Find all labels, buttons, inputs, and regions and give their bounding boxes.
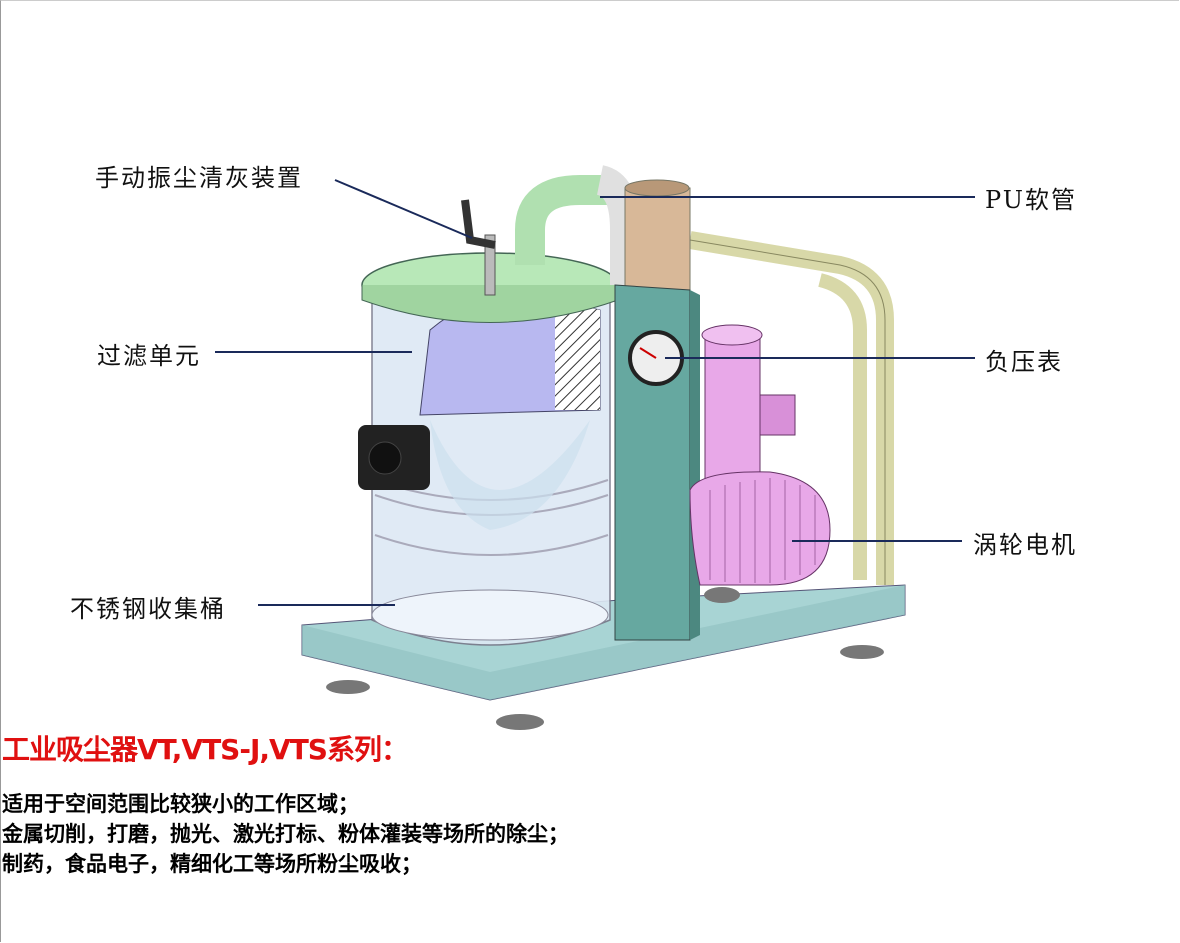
elbow-pipe — [515, 175, 615, 265]
description-line: 制药，食品电子，精细化工等场所粉尘吸收； — [2, 852, 422, 876]
callout-line-shaker — [334, 179, 473, 239]
label-shaker: 手动振尘清灰装置 — [95, 164, 303, 192]
label-hose: PU软管 — [985, 186, 1077, 214]
foot — [326, 680, 370, 694]
description-line: 金属切削，打磨，抛光、激光打标、粉体灌装等场所的除尘； — [2, 822, 569, 846]
label-bucket: 不锈钢收集桶 — [70, 595, 226, 623]
label-motor: 涡轮电机 — [973, 531, 1077, 559]
series-title: 工业吸尘器VT,VTS-J,VTS系列： — [2, 733, 409, 766]
label-filter: 过滤单元 — [97, 342, 201, 370]
foot — [496, 714, 544, 730]
description-line: 适用于空间范围比较狭小的工作区域； — [2, 792, 359, 816]
foot — [840, 645, 884, 659]
turbo-motor — [704, 334, 761, 481]
shaker-handle — [461, 199, 496, 249]
label-gauge: 负压表 — [985, 348, 1063, 376]
pu-hose — [624, 187, 691, 299]
